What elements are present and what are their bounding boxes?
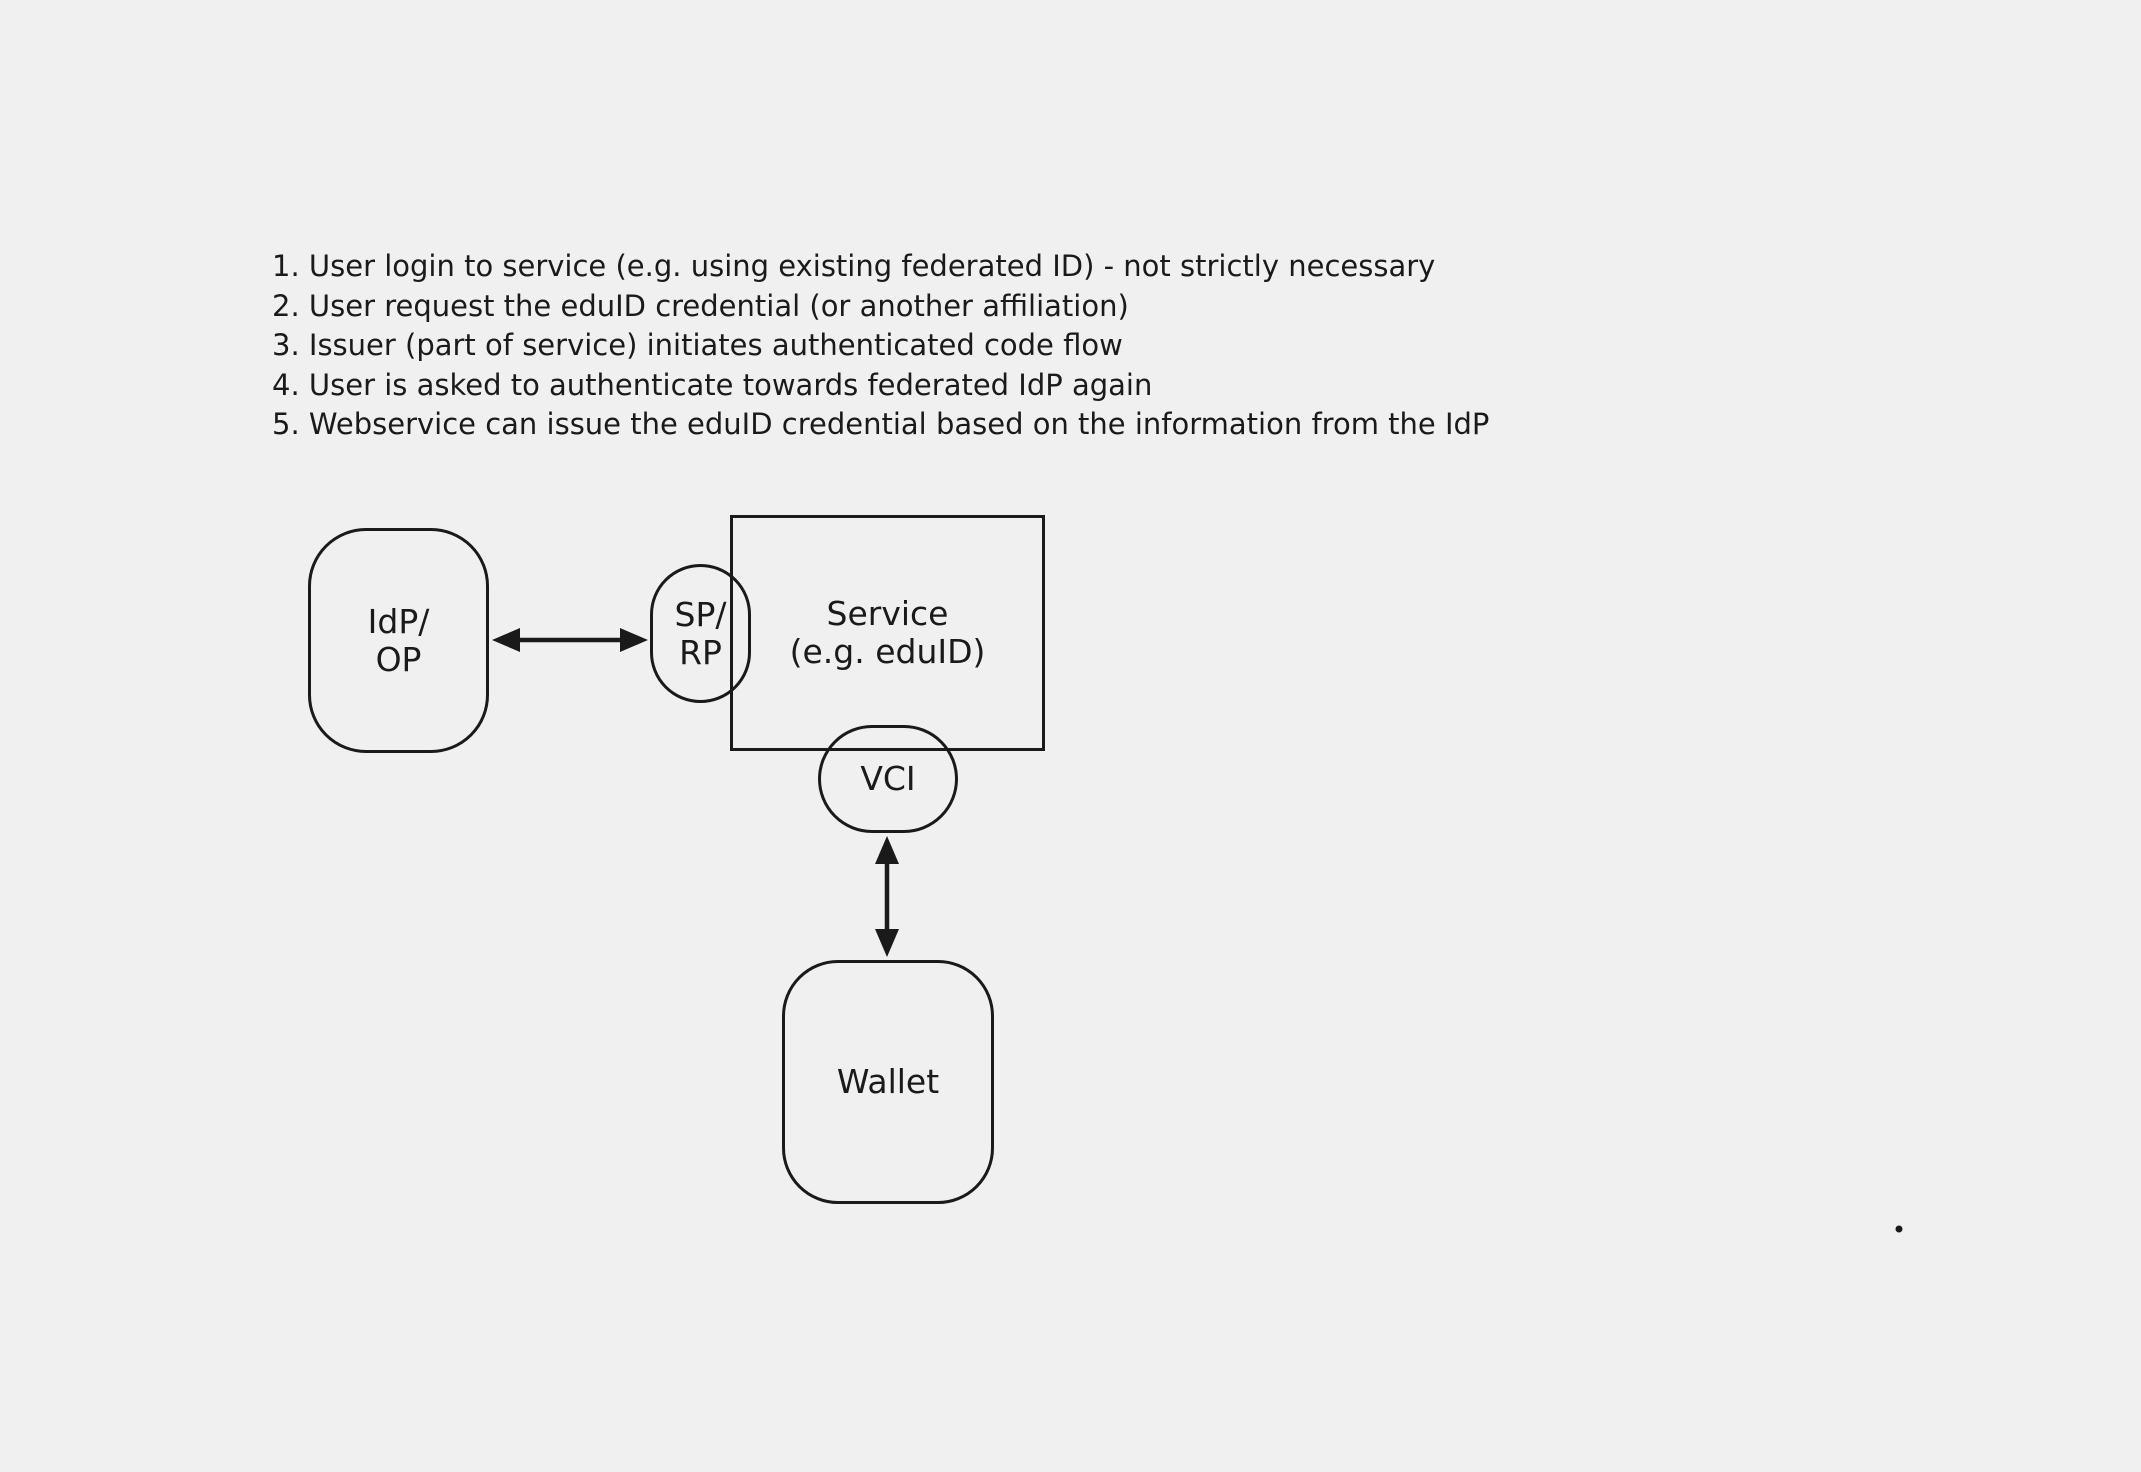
service-node-label-line2: (e.g. eduID) xyxy=(789,632,986,671)
note-line-1: 1. User login to service (e.g. using exi… xyxy=(272,249,1436,283)
stray-dot xyxy=(1895,1225,1903,1233)
wallet-node-label: Wallet xyxy=(836,1062,940,1101)
idp-op-node: IdP/ OP xyxy=(308,528,489,753)
sp-rp-node: SP/ RP xyxy=(650,564,751,703)
service-node: Service (e.g. eduID) xyxy=(730,515,1045,751)
note-line-3: 3. Issuer (part of service) initiates au… xyxy=(272,328,1123,362)
idp-op-node-label-line2: OP xyxy=(375,639,422,679)
vci-node-label: VCI xyxy=(860,759,916,798)
note-line-2: 2. User request the eduID credential (or… xyxy=(272,288,1129,323)
sp-rp-node-label-line1: SP/ xyxy=(674,594,727,634)
note-line-5: 5. Webservice can issue the eduID creden… xyxy=(272,407,1490,441)
idp-op-node-label-line1: IdP/ xyxy=(367,601,430,641)
vci-wallet-double-arrow-icon xyxy=(875,836,899,957)
idp-sprp-double-arrow-icon xyxy=(492,628,648,652)
wallet-node: Wallet xyxy=(782,960,994,1204)
service-node-label-line1: Service xyxy=(826,594,949,633)
sp-rp-node-label-line2: RP xyxy=(679,632,722,672)
vci-node: VCI xyxy=(818,725,958,833)
note-line-4: 4. User is asked to authenticate towards… xyxy=(272,367,1153,402)
notes-list: 1. User login to service (e.g. using exi… xyxy=(272,247,1489,445)
